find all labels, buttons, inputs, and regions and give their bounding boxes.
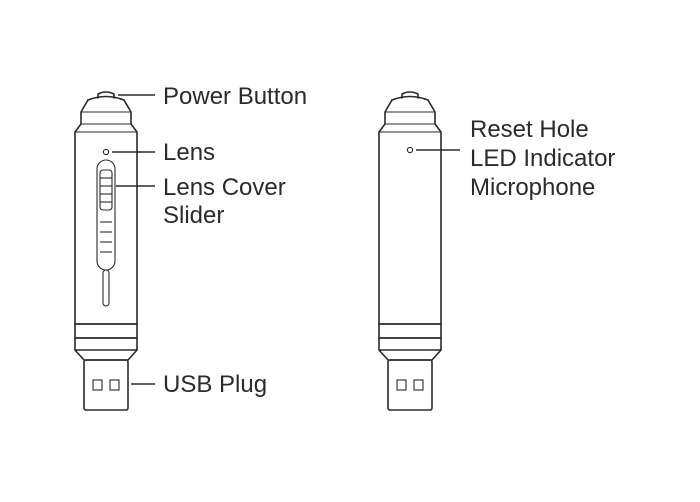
label-reset-hole: Reset Hole — [470, 116, 589, 143]
usb-plug-back-icon — [387, 359, 433, 411]
power-button-icon — [87, 91, 125, 101]
label-lens-cover-slider-line2: Slider — [163, 202, 224, 229]
back-view-pen — [378, 91, 442, 411]
lens-icon — [102, 148, 110, 156]
label-lens-cover-slider-line1: Lens Cover — [163, 174, 286, 201]
usb-plug-icon — [83, 359, 129, 411]
label-led-indicator: LED Indicator — [470, 145, 615, 172]
label-usb-plug: USB Plug — [163, 371, 267, 398]
label-microphone: Microphone — [470, 174, 595, 201]
lens-cover-slider-icon — [96, 159, 116, 307]
front-view-pen — [74, 91, 138, 411]
reset-hole-icon — [406, 146, 414, 154]
label-lens: Lens — [163, 139, 215, 166]
label-power-button: Power Button — [163, 83, 307, 110]
